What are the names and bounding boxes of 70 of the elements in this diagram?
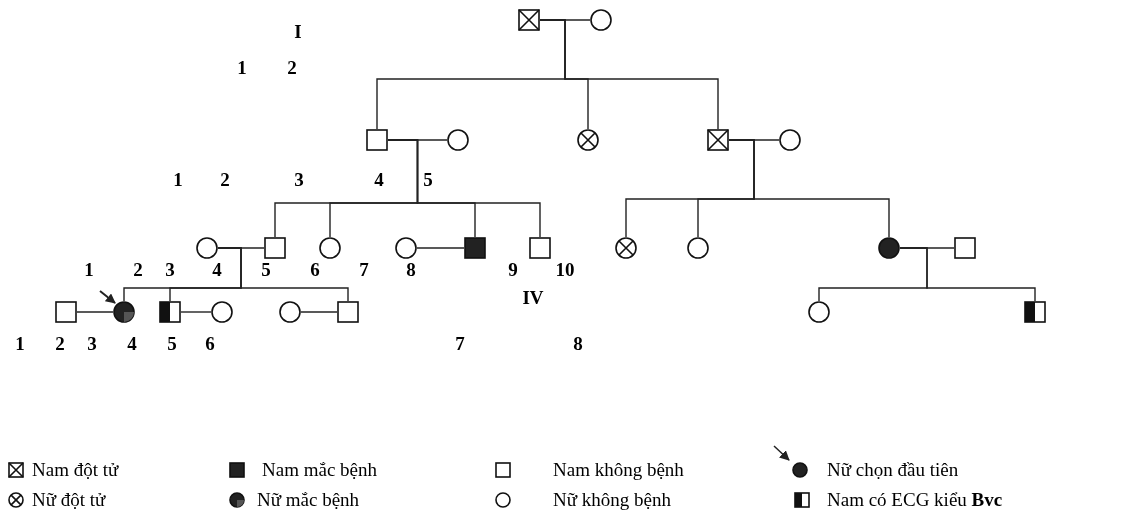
- square-symbol: [529, 237, 551, 259]
- circle-symbol: [447, 129, 469, 151]
- marriage-line: [416, 247, 465, 249]
- individual-number: 3: [165, 260, 175, 280]
- square-symbol: [337, 301, 359, 323]
- square-symbol: [954, 237, 976, 259]
- circle-symbol: [590, 9, 612, 31]
- individual-number: 1: [84, 260, 94, 280]
- crossed-circle-symbol: [615, 237, 637, 259]
- filled-circle-symbol: [113, 301, 135, 323]
- individual-number: 5: [423, 170, 433, 190]
- circle-symbol: [211, 301, 233, 323]
- individual-number: 6: [310, 260, 320, 280]
- circle-symbol: [779, 129, 801, 151]
- filled-circle-symbol: [878, 237, 900, 259]
- half-filled-square-symbol: [159, 301, 181, 323]
- individual-number: 10: [555, 260, 575, 280]
- crossed-circle-symbol: [577, 129, 599, 151]
- crossed-square-symbol: [707, 129, 729, 151]
- half-filled-square-symbol: [1024, 301, 1046, 323]
- individual-number: 2: [287, 58, 297, 78]
- legend-text: Nữ không bệnh: [553, 489, 671, 511]
- individual-number: 3: [87, 334, 97, 354]
- circle-symbol: [279, 301, 301, 323]
- individual-number: 1: [15, 334, 25, 354]
- legend-text: Nam mắc bệnh: [262, 459, 377, 481]
- crossed-square-symbol: [518, 9, 540, 31]
- square-symbol: [264, 237, 286, 259]
- marriage-line: [180, 311, 212, 313]
- individual-number: 1: [173, 170, 183, 190]
- descent-line: [539, 19, 719, 130]
- individual-number: 4: [127, 334, 137, 354]
- individual-number: 5: [261, 260, 271, 280]
- individual-number: 2: [133, 260, 143, 280]
- individual-number: 6: [205, 334, 215, 354]
- marriage-line: [76, 311, 114, 313]
- individual-number: 4: [374, 170, 384, 190]
- circle-symbol: [687, 237, 709, 259]
- descent-line: [217, 247, 349, 302]
- square-symbol: [366, 129, 388, 151]
- descent-line: [387, 139, 541, 238]
- individual-number: 4: [212, 260, 222, 280]
- generation-label: I: [294, 22, 302, 42]
- legend-text: Nữ mắc bệnh: [257, 489, 360, 511]
- individual-number: 2: [55, 334, 65, 354]
- individual-number: 2: [220, 170, 230, 190]
- circle-symbol: [196, 237, 218, 259]
- individual-number: 5: [167, 334, 177, 354]
- legend-text: Nam không bệnh: [553, 459, 684, 481]
- individual-number: 7: [359, 260, 369, 280]
- marriage-line: [300, 311, 338, 313]
- legend-text: Nam có ECG kiểu Bvc: [827, 489, 1003, 511]
- square-symbol: [55, 301, 77, 323]
- legend-text: Nữ đột tử: [32, 489, 106, 511]
- legend-text: Nữ chọn đầu tiên: [827, 459, 959, 481]
- circle-symbol: [319, 237, 341, 259]
- individual-number: 7: [455, 334, 465, 354]
- descent-line: [899, 247, 1036, 302]
- individual-number: 8: [406, 260, 416, 280]
- descent-line: [728, 139, 890, 238]
- circle-symbol: [808, 301, 830, 323]
- individual-number: 1: [237, 58, 247, 78]
- individual-number: 8: [573, 334, 583, 354]
- individual-number: 9: [508, 260, 518, 280]
- filled-square-symbol: [464, 237, 486, 259]
- legend-text: Nam đột tử: [32, 459, 119, 481]
- generation-label: IV: [522, 288, 544, 308]
- pointer-arrow: [99, 290, 116, 304]
- circle-symbol: [395, 237, 417, 259]
- individual-number: 3: [294, 170, 304, 190]
